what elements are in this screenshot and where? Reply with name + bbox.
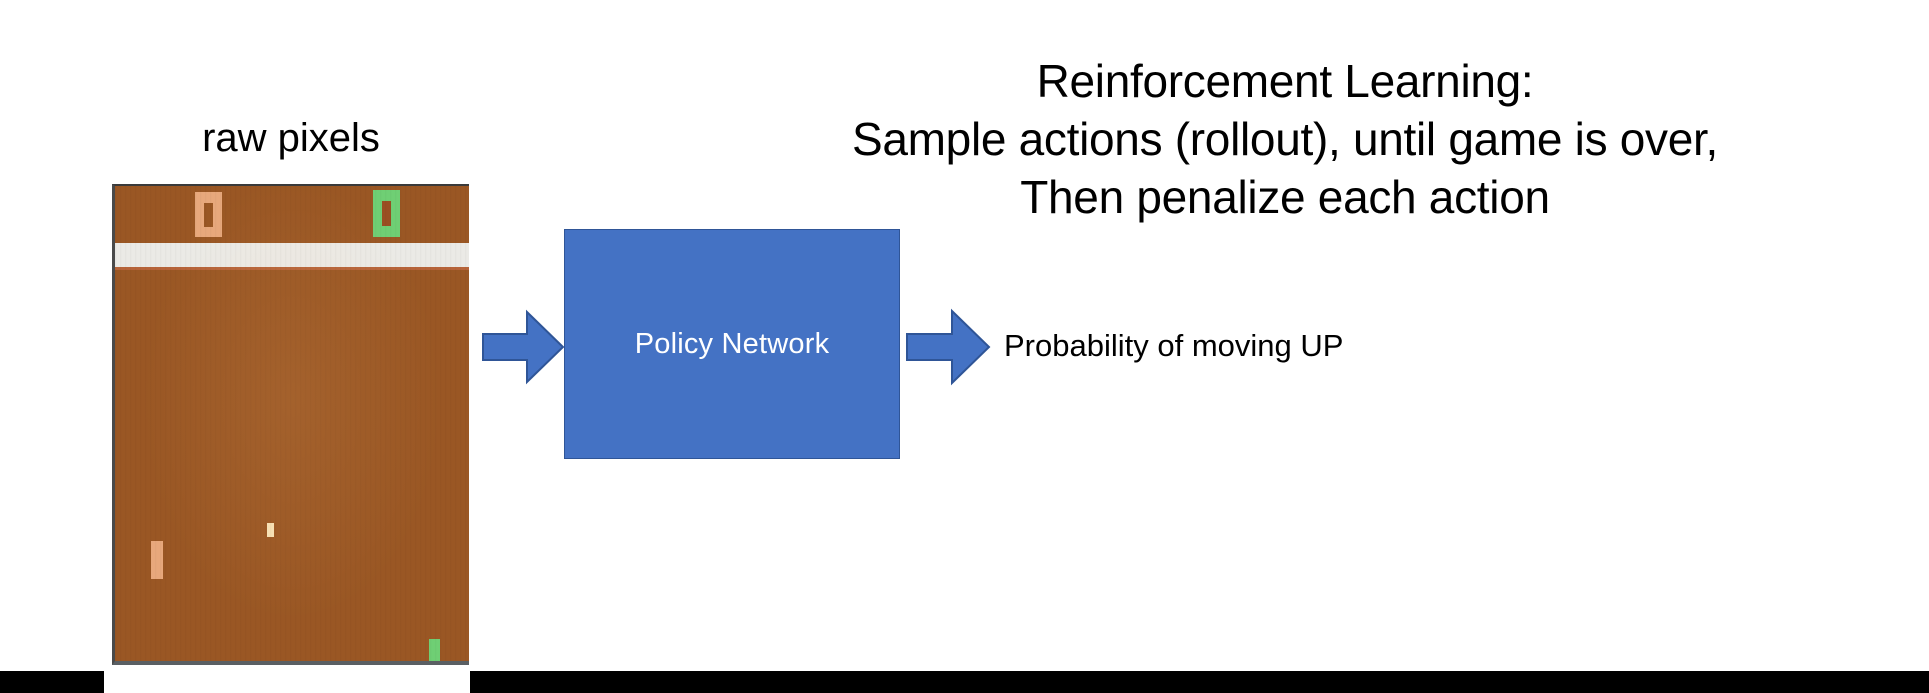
heading-line-3: Then penalize each action — [1020, 171, 1550, 223]
slide-heading: Reinforcement Learning: Sample actions (… — [640, 52, 1929, 226]
pong-divider-bar — [115, 243, 469, 270]
right-arrow-icon-output — [905, 307, 991, 387]
letterbox-bar-left — [0, 671, 104, 693]
pong-score-opponent — [373, 190, 400, 237]
heading-line-2: Sample actions (rollout), until game is … — [851, 113, 1718, 165]
heading-line-1: Reinforcement Learning: — [1036, 55, 1534, 107]
pong-score-player — [195, 192, 222, 237]
raw-pixels-caption: raw pixels — [202, 116, 380, 160]
right-arrow-icon-input — [481, 308, 565, 386]
policy-network-box[interactable]: Policy Network — [564, 229, 900, 459]
output-label: Probability of moving UP — [1004, 328, 1344, 363]
pong-ball — [267, 523, 274, 537]
pong-paddle-opponent — [429, 639, 440, 661]
pong-paddle-player — [151, 541, 163, 579]
pong-game-screen — [112, 184, 469, 665]
pong-scoreboard-band — [115, 186, 469, 243]
policy-network-label: Policy Network — [634, 328, 830, 360]
letterbox-bar-right — [470, 671, 1929, 693]
